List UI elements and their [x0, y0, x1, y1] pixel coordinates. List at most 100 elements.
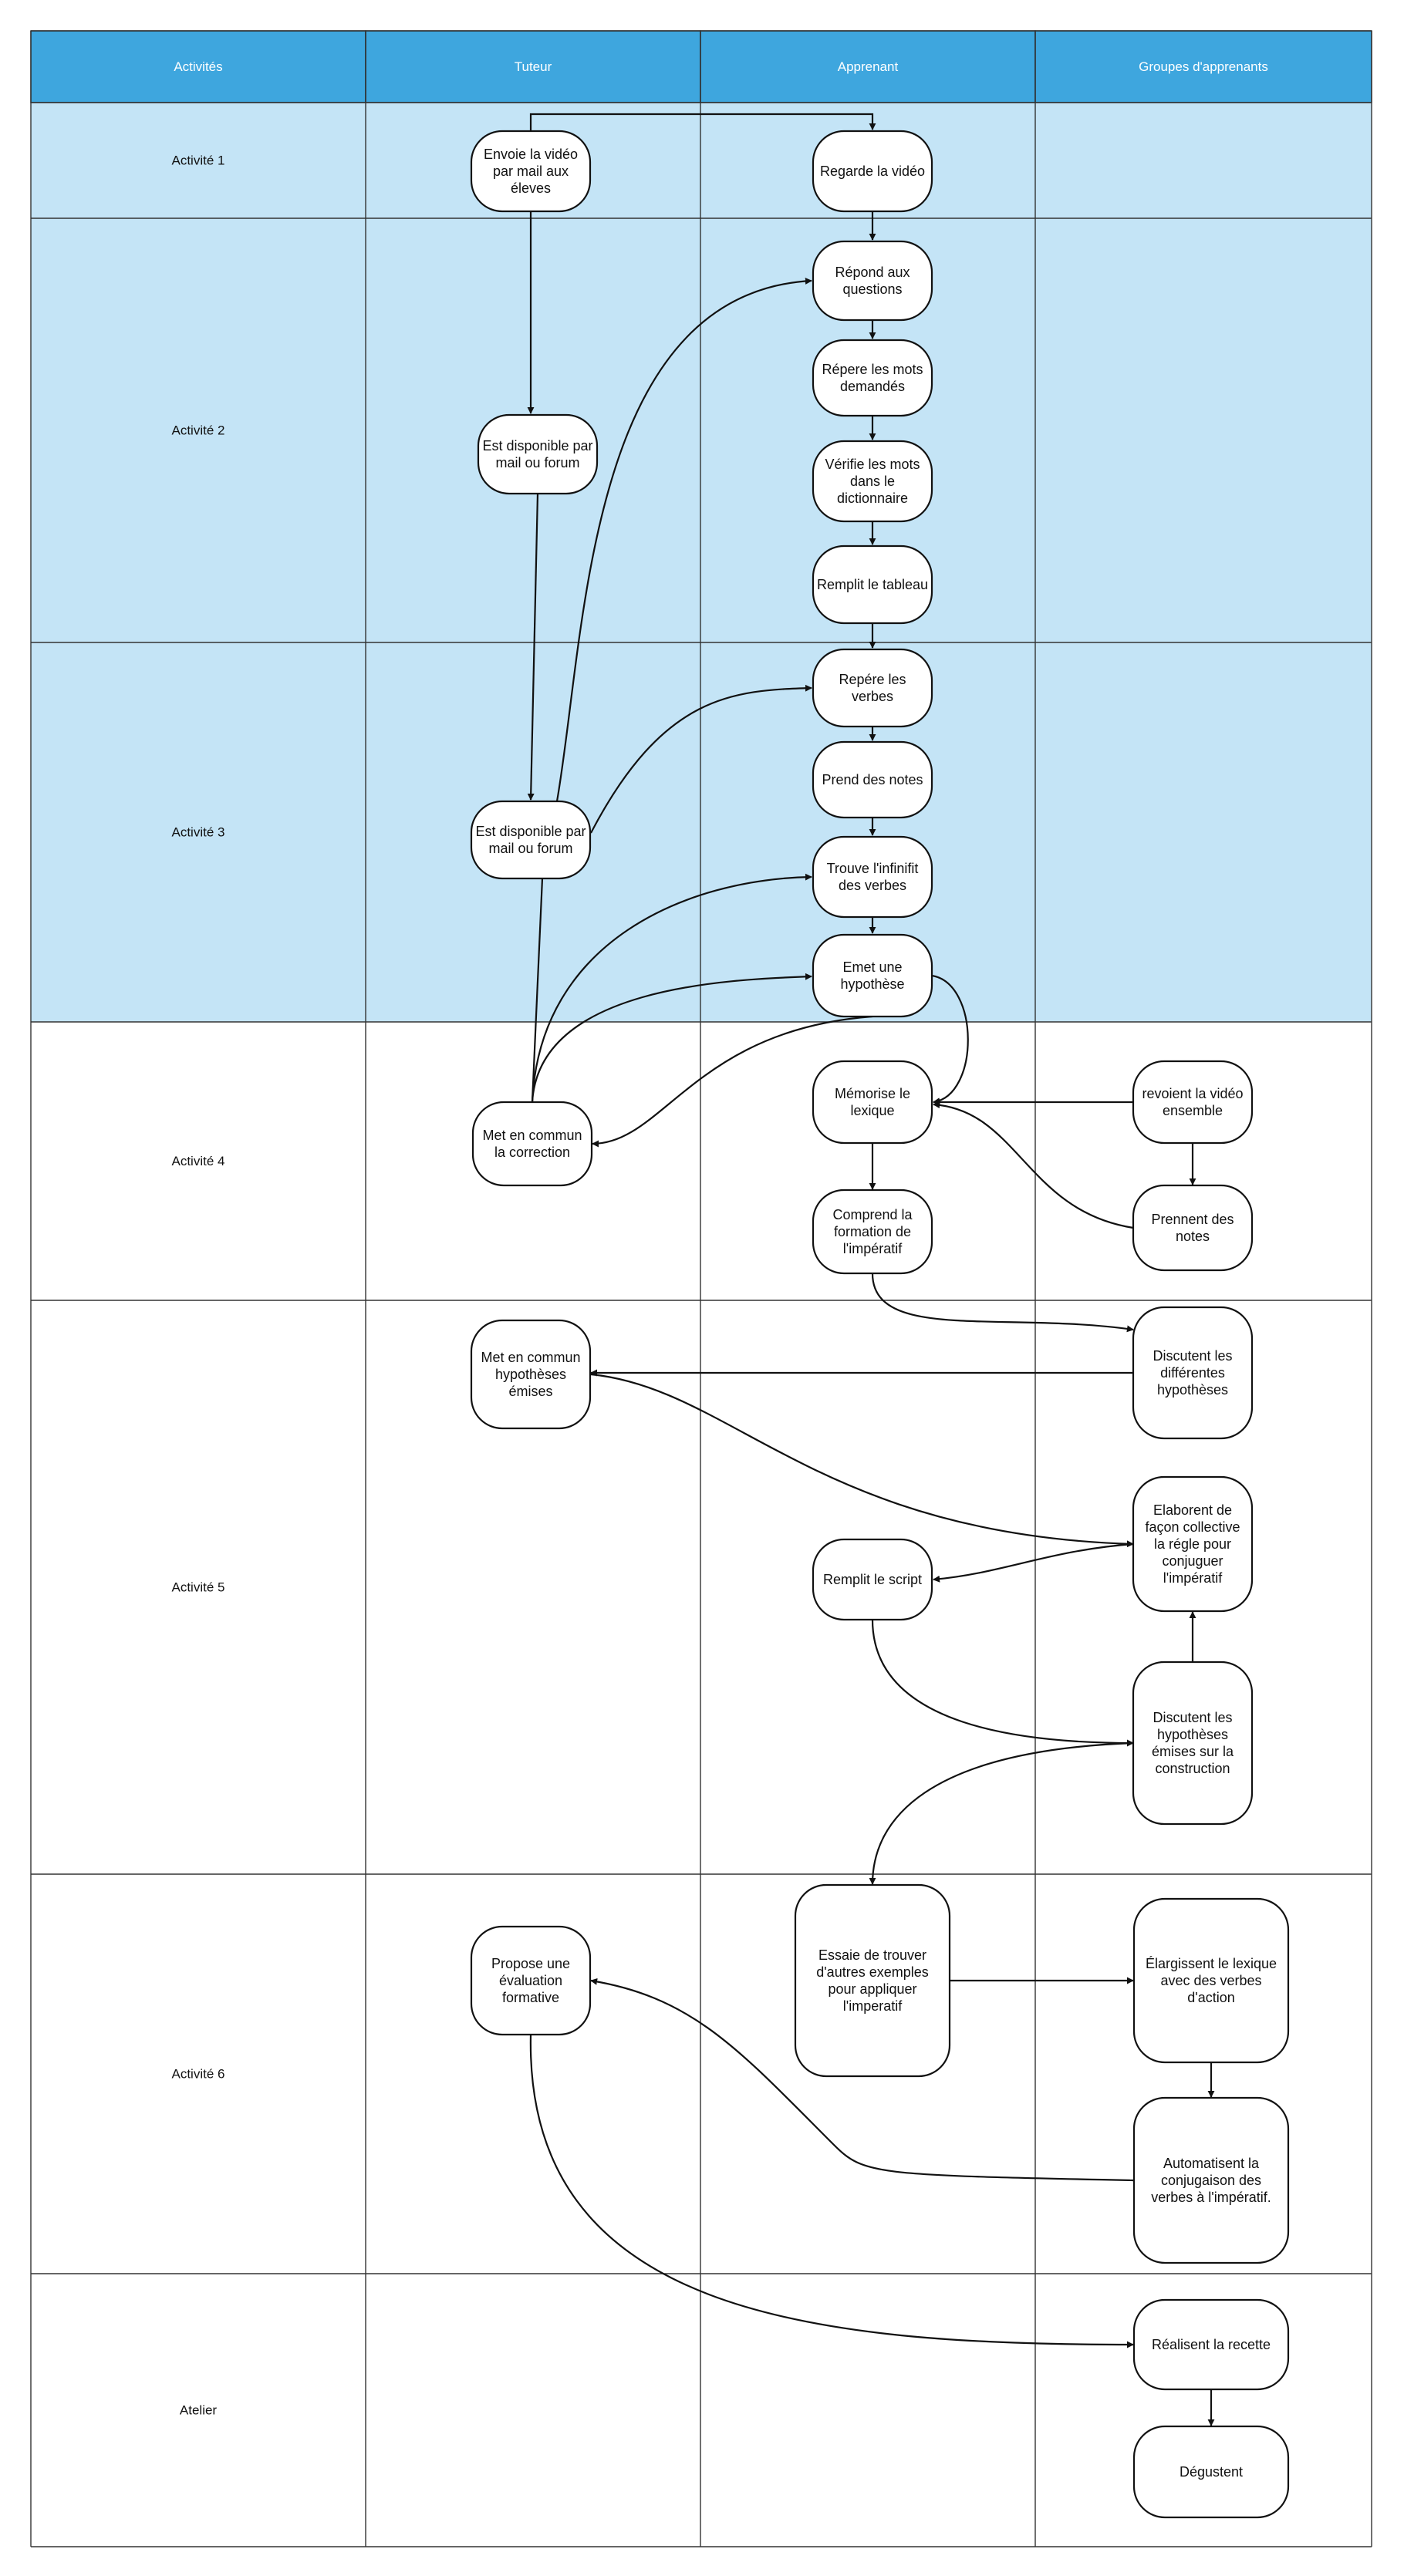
prennent-node[interactable]: Prennent des notes [1132, 1184, 1254, 1272]
node-label-line: dans le [850, 474, 895, 489]
node-shape [812, 545, 933, 625]
node-label-line: lexique [850, 1103, 894, 1118]
node-shape [812, 648, 933, 728]
node-label-line: Est disponible par [482, 438, 592, 453]
remplit-script-node[interactable]: Remplit le script [812, 1538, 933, 1621]
flow-edges [527, 113, 1215, 2426]
node-label-line: hypothèses [495, 1367, 566, 1382]
node-shape [812, 1538, 933, 1621]
column-header: Apprenant [838, 59, 899, 74]
node-label-line: mail ou forum [488, 841, 572, 856]
node-label-line: formative [502, 1990, 559, 2005]
automatisent-node[interactable]: Automatisent la conjugaison des verbes à l… [1132, 2096, 1290, 2264]
column-header: Activités [174, 59, 222, 74]
node-label-line: des verbes [839, 878, 906, 893]
node-shape [1132, 1475, 1254, 1613]
node-label-line: par mail aux [493, 164, 569, 179]
node-label-line: demandés [840, 379, 905, 394]
realisent-node[interactable]: Réalisent la recette [1132, 2298, 1290, 2391]
node-label-line: hypothèses [1157, 1727, 1228, 1742]
remplit-script-to-discutent2-arrow [871, 1619, 1134, 1747]
trouve-node[interactable]: Trouve l'infinifit des verbes [812, 835, 933, 919]
node-label-line: Repére les [839, 672, 906, 687]
met-correction-to-emet-arrow [531, 973, 812, 1102]
node-label-line: Réalisent la recette [1152, 2337, 1271, 2352]
node-shape [812, 740, 933, 819]
node-label-line: Essaie de trouver [818, 1947, 926, 1963]
regarde-node[interactable]: Regarde la vidéo [812, 130, 933, 213]
degustent-node[interactable]: Dégustent [1132, 2425, 1290, 2519]
node-shape [812, 1189, 933, 1275]
propose-node[interactable]: Propose une évaluation formative [470, 1925, 592, 2036]
node-label-line: Met en commun [481, 1350, 580, 1365]
dispo1-node[interactable]: Est disponible par mail ou forum [477, 413, 599, 495]
prend-notes-node[interactable]: Prend des notes [812, 740, 933, 819]
node-label-line: la correction [494, 1145, 570, 1160]
node-label-line: Remplit le tableau [817, 577, 928, 592]
remplit-tableau-node[interactable]: Remplit le tableau [812, 545, 933, 625]
node-shape [1132, 1184, 1254, 1272]
node-shape [1132, 2096, 1290, 2264]
node-label-line: l'impératif [1163, 1570, 1223, 1586]
node-shape [1132, 2425, 1290, 2519]
memorise-node[interactable]: Mémorise le lexique [812, 1060, 933, 1145]
row-band [31, 642, 1372, 1022]
node-label-line: mail ou forum [495, 455, 579, 470]
node-label-line: évaluation [499, 1973, 562, 1988]
node-label-line: Discutent les [1153, 1348, 1232, 1364]
row-label: Activité 3 [172, 825, 225, 840]
emet-to-met-correction-arrow [592, 1015, 873, 1148]
node-label-line: hypothèse [840, 976, 904, 992]
row-label: Activité 6 [172, 2067, 225, 2082]
node-label-line: d'autres exemples [816, 1964, 929, 1980]
node-label-line: l'impératif [843, 1241, 903, 1256]
node-label-line: Envoie la vidéo [484, 147, 578, 162]
node-label-line: revoient la vidéo [1142, 1086, 1243, 1101]
node-label-line: Élargissent le lexique [1146, 1956, 1277, 1971]
node-label-line: conjugaison des [1161, 2173, 1261, 2188]
node-label-line: Prennent des [1151, 1212, 1234, 1227]
node-shape [812, 1060, 933, 1145]
node-shape [1132, 1661, 1254, 1826]
node-label-line: Automatisent la [1163, 2156, 1260, 2171]
node-label-line: notes [1176, 1229, 1210, 1244]
dispo1-to-dispo2-arrow [527, 493, 539, 801]
node-label-line: Propose une [491, 1956, 570, 1971]
node-label-line: Répere les mots [822, 362, 923, 377]
node-shape [470, 130, 592, 213]
node-label-line: verbes à l'impératif. [1151, 2190, 1271, 2205]
node-label-line: Trouve l'infinifit [827, 861, 919, 876]
node-label-line: différentes [1160, 1365, 1225, 1381]
node-shape [1132, 1897, 1290, 2064]
node-label-line: Dégustent [1180, 2464, 1243, 2480]
table-grid [30, 30, 1372, 2547]
node-shape [470, 800, 592, 880]
elaborent-to-remplit-script-arrow [933, 1543, 1134, 1583]
node-label-line: avec des verbes [1160, 1973, 1261, 1988]
node-label-line: la régle pour [1154, 1536, 1231, 1552]
node-label-line: conjuguer [1162, 1553, 1223, 1569]
node-label-line: Mémorise le [835, 1086, 910, 1101]
node-shape [812, 440, 933, 523]
repere-mots-node[interactable]: Répere les mots demandés [812, 339, 933, 417]
column-header: Tuteur [515, 59, 552, 74]
row-label: Activité 4 [172, 1154, 225, 1168]
